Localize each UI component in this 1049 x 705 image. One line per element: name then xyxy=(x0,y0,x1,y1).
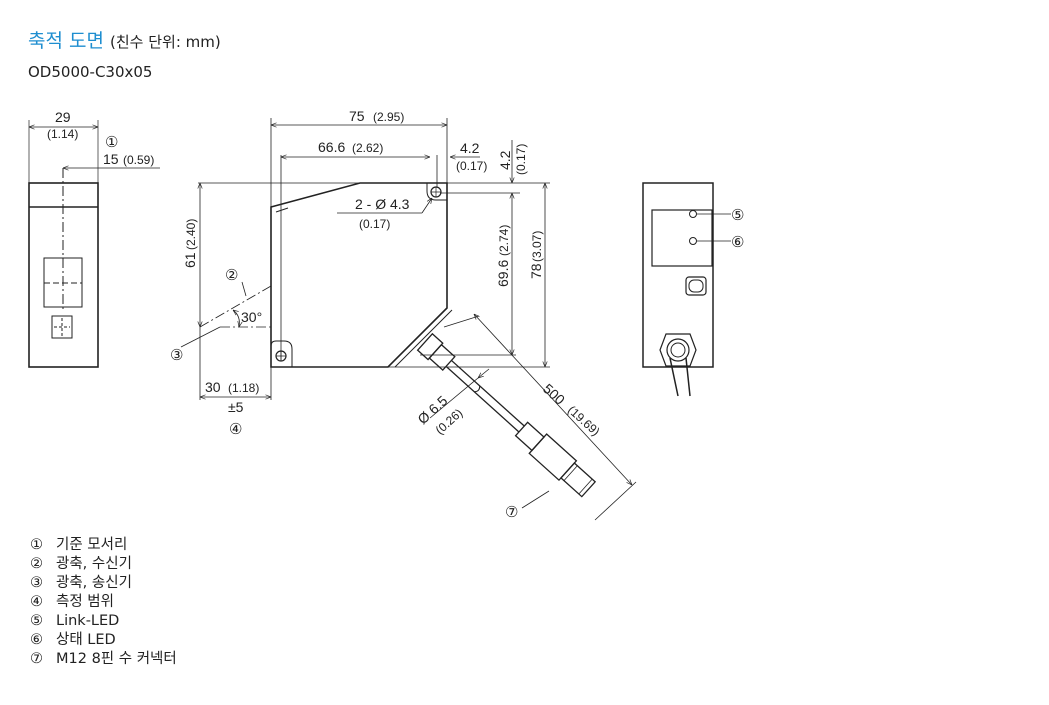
back-view xyxy=(642,182,731,397)
side-ref-in-label: (0.59) xyxy=(123,153,154,167)
callout-6: ⑥ xyxy=(731,234,744,251)
axis-height-label: 61 xyxy=(182,252,198,268)
range-label: 30 xyxy=(205,379,221,395)
hole-spacing-v-label: 69.6 xyxy=(495,260,511,287)
cable-len-label: 500 xyxy=(540,380,568,408)
legend-num: ② xyxy=(30,556,43,572)
side-width-in-label: (1.14) xyxy=(47,127,78,141)
hole-spacing-label: 66.6 xyxy=(318,139,345,155)
legend-label: M12 8핀 수 커넥터 xyxy=(56,651,177,667)
legend-num: ③ xyxy=(30,575,43,591)
angle-label: 30° xyxy=(241,309,262,325)
hole-spacing-in-label: (2.62) xyxy=(352,141,383,155)
title-text: 축적 도면 xyxy=(28,30,104,52)
axis-height-in-label: (2.40) xyxy=(184,219,198,250)
unit-note: (친수 단위: mm) xyxy=(110,33,221,51)
legend-num: ① xyxy=(30,537,43,553)
hole-dia-in-label: (0.17) xyxy=(359,217,390,231)
hole-dia-label: 2 - Ø 4.3 xyxy=(355,196,410,212)
callout-3: ③ xyxy=(170,347,183,364)
legend-label: 광축, 수신기 xyxy=(56,556,132,572)
legend-item: ⑤ Link-LED xyxy=(30,612,177,631)
callout-7: ⑦ xyxy=(505,504,518,521)
range-in-label: (1.18) xyxy=(228,381,259,395)
width-in-label: (2.95) xyxy=(373,110,404,124)
legend: ① 기준 모서리 ② 광축, 수신기 ③ 광축, 송신기 ④ 측정 범위 ⑤ Link-L… xyxy=(30,536,177,669)
side-ref-label: 15 xyxy=(103,151,119,167)
legend-item: ③ 광축, 송신기 xyxy=(30,574,177,593)
callout-5: ⑤ xyxy=(731,207,744,224)
legend-item: ④ 측정 범위 xyxy=(30,593,177,612)
hole-offset-y-in-label: (0.17) xyxy=(514,144,528,175)
front-dimension-lines xyxy=(180,118,550,400)
model-name: OD5000-C30x05 xyxy=(28,63,153,81)
page-title: 축적 도면 (친수 단위: mm) xyxy=(28,26,221,53)
side-view xyxy=(28,120,160,368)
legend-label: Link-LED xyxy=(56,613,120,629)
legend-item: ② 광축, 수신기 xyxy=(30,555,177,574)
legend-label: 광축, 송신기 xyxy=(56,575,132,591)
range-tol-label: ±5 xyxy=(228,399,244,415)
height-in-label: (3.07) xyxy=(530,231,544,262)
side-width-label: 29 xyxy=(55,109,71,125)
cable-dimension-lines xyxy=(429,314,637,521)
hole-offset-x-label: 4.2 xyxy=(460,140,480,156)
callout-4: ④ xyxy=(229,421,242,438)
legend-item: ⑥ 상태 LED xyxy=(30,631,177,650)
legend-item: ⑦ M12 8핀 수 커넥터 xyxy=(30,650,177,669)
height-label: 78 xyxy=(528,263,544,279)
hole-offset-x-in-label: (0.17) xyxy=(456,159,487,173)
legend-item: ① 기준 모서리 xyxy=(30,536,177,555)
legend-num: ④ xyxy=(30,594,43,610)
legend-num: ⑦ xyxy=(30,651,43,667)
hole-offset-y-label: 4.2 xyxy=(497,150,513,170)
width-label: 75 xyxy=(349,108,365,124)
callout-1: ① xyxy=(105,134,118,151)
legend-num: ⑥ xyxy=(30,632,43,648)
legend-label: 측정 범위 xyxy=(56,594,114,610)
callout-2: ② xyxy=(225,267,238,284)
legend-num: ⑤ xyxy=(30,613,43,629)
legend-label: 기준 모서리 xyxy=(56,537,128,553)
legend-label: 상태 LED xyxy=(56,632,116,648)
hole-spacing-v-in-label: (2.74) xyxy=(497,225,511,256)
